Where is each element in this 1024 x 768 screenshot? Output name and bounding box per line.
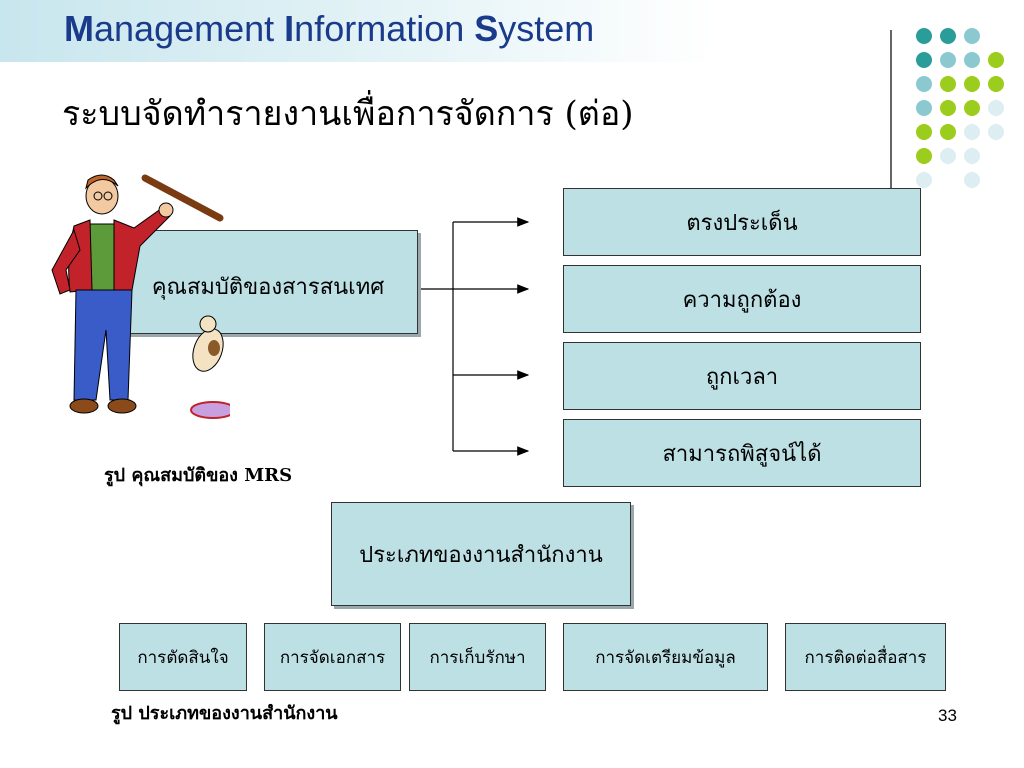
title-part: nformation (294, 8, 475, 49)
child-box-decision: การตัดสินใจ (119, 623, 247, 691)
info-property-label: คุณสมบัติของสารสนเทศ (151, 275, 385, 300)
title-part: anagement (94, 8, 285, 49)
target-box-relevant: ตรงประเด็น (563, 188, 921, 256)
decor-dot (988, 124, 1004, 140)
slide-subtitle: ระบบจัดทำรายงานเพื่อการจัดการ (ต่อ) (62, 94, 634, 134)
child-label: การตัดสินใจ (137, 647, 229, 668)
decor-dot (964, 76, 980, 92)
decor-dot (916, 172, 932, 188)
child-label: การเก็บรักษา (429, 647, 526, 668)
decor-dot (988, 100, 1004, 116)
target-label: ตรงประเด็น (686, 210, 798, 236)
decor-dot (988, 76, 1004, 92)
child-box-document: การจัดเอกสาร (264, 623, 401, 691)
target-box-accuracy: ความถูกต้อง (563, 265, 921, 333)
slide-header-title: Management Information System (64, 8, 594, 50)
decor-dot (940, 100, 956, 116)
person-with-dog-icon (51, 174, 230, 419)
child-box-data-prep: การจัดเตรียมข้อมูล (563, 623, 768, 691)
decor-dot (940, 52, 956, 68)
office-work-types-box: ประเภทของงานสำนักงาน (331, 502, 631, 606)
target-label: ถูกเวลา (705, 364, 779, 390)
decor-dot (916, 28, 932, 44)
figure-caption-mrs: รูป คุณสมบัติของ MRS (104, 465, 293, 486)
child-box-communication: การติดต่อสื่อสาร (785, 623, 946, 691)
figure-caption-office: รูป ประเภทของงานสำนักงาน (111, 703, 338, 724)
child-box-storage: การเก็บรักษา (409, 623, 546, 691)
decor-dot (964, 124, 980, 140)
decor-dot (916, 76, 932, 92)
office-work-types-label: ประเภทของงานสำนักงาน (359, 542, 603, 568)
title-part: ystem (498, 8, 595, 49)
header-band (0, 0, 715, 62)
title-part: S (474, 8, 499, 49)
info-property-box: คุณสมบัติของสารสนเทศ (118, 230, 418, 334)
target-label: สามารถพิสูจน์ได้ (662, 441, 822, 467)
target-box-timely: ถูกเวลา (563, 342, 921, 410)
child-label: การติดต่อสื่อสาร (804, 647, 927, 668)
decor-dot (964, 172, 980, 188)
title-part: I (284, 8, 295, 49)
decor-dot (964, 52, 980, 68)
target-label: ความถูกต้อง (682, 287, 802, 313)
decor-dot-grid (916, 28, 1004, 188)
child-label: การจัดเอกสาร (279, 647, 386, 668)
decor-dot (940, 28, 956, 44)
decor-dot (964, 28, 980, 44)
target-box-verifiable: สามารถพิสูจน์ได้ (563, 419, 921, 487)
decor-dot (940, 76, 956, 92)
slide-number: 33 (938, 706, 957, 725)
decor-dot (988, 52, 1004, 68)
child-label: การจัดเตรียมข้อมูล (595, 647, 736, 668)
decor-dot (916, 100, 932, 116)
decor-dot (964, 148, 980, 164)
decor-vertical-line (890, 30, 892, 206)
title-part: M (64, 8, 94, 49)
decor-dot (940, 124, 956, 140)
decor-dot (940, 148, 956, 164)
decor-dot (916, 124, 932, 140)
decor-dot (916, 52, 932, 68)
decor-dot (964, 100, 980, 116)
decor-dot (916, 148, 932, 164)
